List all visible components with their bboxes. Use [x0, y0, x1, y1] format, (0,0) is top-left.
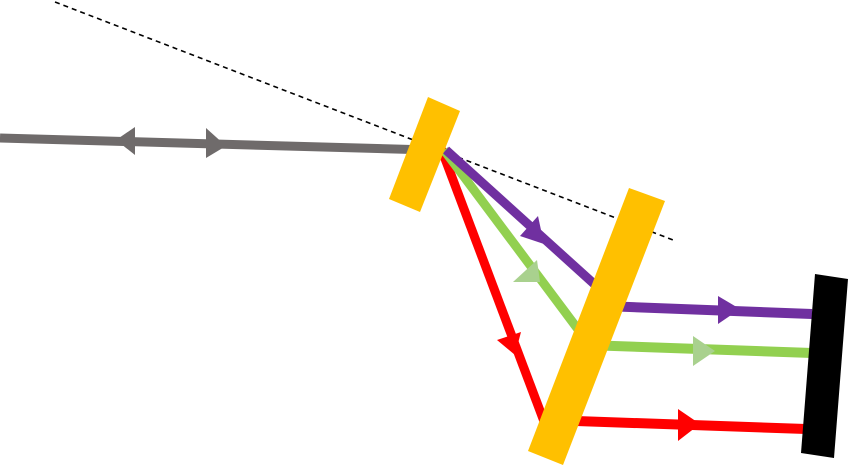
input-beam-arrow-left [116, 127, 135, 155]
green-beam-arrow-2 [693, 336, 715, 366]
red-beam-arrow-1 [497, 332, 521, 355]
purple-beam-segment-1 [442, 146, 607, 296]
detector-screen [801, 274, 848, 458]
second-optic [528, 188, 665, 465]
purple-beam-segment-2 [603, 301, 813, 319]
reference-dashed-line [54, 1, 674, 241]
input-beam-arrow-right [206, 128, 226, 158]
red-beam-arrow-2 [678, 409, 700, 441]
green-beam-segment-1 [440, 147, 584, 335]
first-optic [389, 97, 460, 212]
red-beam-segment-2 [547, 415, 807, 434]
purple-beam-arrow-1 [520, 216, 544, 244]
green-beam-arrow-1 [513, 260, 540, 282]
purple-beam-arrow-2 [718, 296, 740, 324]
red-beam-segment-1 [436, 146, 550, 426]
